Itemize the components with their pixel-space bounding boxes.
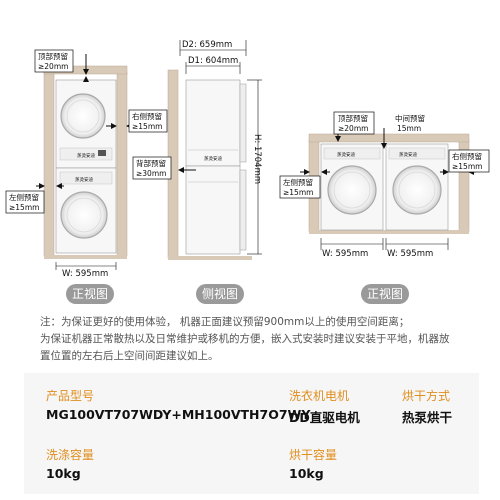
dry-method-label: 烘干方式 — [402, 389, 451, 403]
model-label: 产品型号 — [46, 389, 95, 403]
note-line: 注：为保证更好的使用体验， 机器正面建议预留900mm以上的使用空间距离； — [40, 316, 410, 328]
r-floor — [309, 230, 469, 234]
r-top-clearance-title: 顶部预留 — [338, 113, 368, 123]
side-dryer — [185, 79, 241, 167]
left-clearance-title: 左侧预留 — [9, 192, 39, 202]
wash-capacity-value: 10kg — [46, 466, 81, 481]
spec-table: 产品型号 MG100VT707WDY+MH100VTH7O7WY 洗衣机电机 D… — [24, 373, 479, 494]
depth-d2: D2: 659mm — [182, 40, 232, 50]
front-view-stacked: 蒸烫安迪 蒸烫安迪 顶部预留 ≥20mm 右侧预留 ≥15mm 左侧预留 ≥15… — [5, 49, 168, 279]
r-left-clearance-value: ≥15mm — [283, 188, 313, 197]
installation-diagram: 蒸烫安迪 蒸烫安迪 顶部预留 ≥20mm 右侧预留 ≥15mm 左侧预留 ≥15… — [5, 40, 490, 279]
dryer-panel-text: 蒸烫安迪 — [77, 152, 95, 159]
left-wall — [43, 71, 55, 257]
side-floor — [168, 256, 252, 260]
side-dryer-panel-text: 蒸烫安迪 — [204, 155, 222, 162]
front-view-label-right: 正视图 — [361, 284, 409, 304]
r-right-clearance-value: ≥15mm — [452, 162, 482, 171]
height-h: H: 1704mm — [252, 134, 262, 184]
model-value: MG100VT707WDY+MH100VTH7O7WY — [46, 407, 311, 422]
width-right-a: W: 595mm — [322, 249, 368, 259]
right-wall — [116, 71, 128, 257]
width-left: W: 595mm — [62, 269, 108, 279]
r-dryer-panel-text: 蒸烫安迪 — [399, 151, 417, 158]
r-middle-clearance-title: 中间预留 — [395, 113, 425, 123]
note-line: 置位置的左右后上空间间距建议如上。 — [40, 350, 219, 362]
r-right-clearance-title: 右侧预留 — [452, 151, 482, 161]
motor-value: DD直驱电机 — [289, 410, 360, 425]
r-top-clearance-value: ≥20mm — [338, 124, 368, 133]
r-dryer-door — [392, 165, 442, 215]
floor — [44, 255, 127, 259]
wash-capacity-label: 洗涤容量 — [46, 448, 95, 462]
dryer-door — [60, 93, 106, 139]
top-clearance-title: 顶部预留 — [38, 51, 68, 61]
r-washer-panel-text: 蒸烫安迪 — [337, 151, 355, 158]
r-left-clearance-title: 左侧预留 — [283, 177, 313, 187]
dry-capacity-label: 烘干容量 — [289, 448, 338, 462]
back-clearance-title: 背部预留 — [136, 158, 166, 168]
dry-method-value: 热泵烘干 — [402, 410, 453, 425]
right-clearance-title: 右侧预留 — [132, 111, 162, 121]
front-view-side-by-side: 蒸烫安迪 蒸烫安迪 顶部预留 ≥20mm 中间预留 15mm 右侧预留 ≥15m… — [279, 111, 490, 259]
note-line: 为保证机器正常散热以及日常维护或移机的方便，嵌入式安装时建议安装于平地，机器放 — [40, 333, 450, 345]
r-middle-clearance-value: 15mm — [397, 124, 421, 133]
washer-panel-text: 蒸烫安迪 — [75, 176, 93, 183]
side-view: 蒸烫安迪 D2: 659mm D1: 604mm H: 1704mm 背部预留 … — [132, 40, 262, 260]
top-clearance-value: ≥20mm — [38, 62, 68, 71]
installation-notes: 注：为保证更好的使用体验， 机器正面建议预留900mm以上的使用空间距离； 为保… — [40, 314, 470, 365]
right-clearance-value: ≥15mm — [132, 122, 162, 131]
motor-label: 洗衣机电机 — [289, 389, 350, 403]
dry-capacity-value: 10kg — [289, 466, 324, 481]
front-view-label: 正视图 — [66, 284, 114, 304]
side-washer — [185, 165, 241, 255]
width-right-b: W: 595mm — [387, 249, 433, 259]
depth-d1: D1: 604mm — [188, 56, 238, 66]
side-view-label: 侧视图 — [196, 284, 244, 304]
washer-door — [60, 191, 108, 239]
r-washer-door — [327, 165, 377, 215]
left-clearance-value: ≥15mm — [9, 203, 39, 212]
back-clearance-value: ≥30mm — [136, 169, 166, 178]
r-ceiling — [308, 133, 470, 143]
